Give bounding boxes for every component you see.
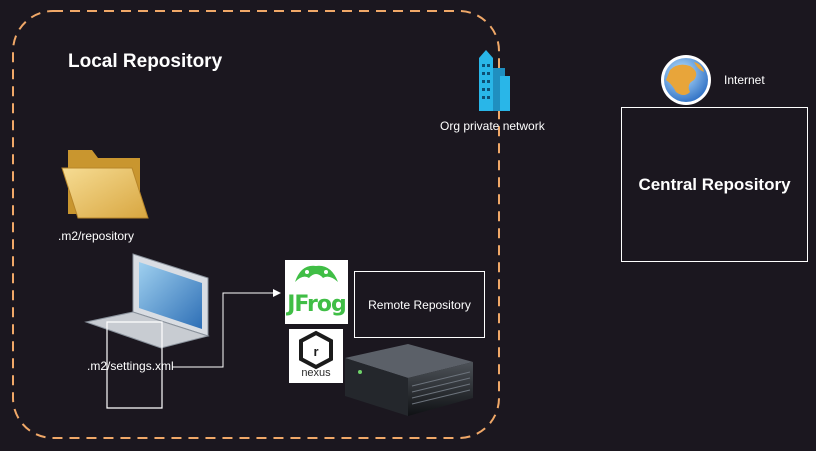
building-icon — [479, 50, 510, 111]
internet-label: Internet — [724, 73, 765, 87]
org-network-label: Org private network — [440, 119, 545, 133]
jfrog-wordmark: JFrog — [287, 292, 347, 317]
globe-icon — [661, 55, 711, 105]
settings-file-shape — [106, 321, 163, 409]
nexus-logo: r nexus — [289, 329, 343, 383]
local-repository-title: Local Repository — [68, 51, 223, 72]
settings-to-remote-arrow — [172, 289, 281, 368]
nexus-hex-icon: r — [299, 330, 333, 370]
nexus-mark: r — [313, 344, 318, 359]
m2-repository-label: .m2/repository — [58, 229, 135, 243]
remote-repository-box: Remote Repository — [354, 271, 485, 338]
central-repository-box: Central Repository — [621, 107, 808, 262]
server-icon — [345, 344, 473, 416]
laptop-icon — [84, 253, 210, 349]
folder-icon — [61, 150, 149, 219]
settings-file-label: .m2/settings.xml — [87, 359, 174, 373]
nexus-wordmark: nexus — [301, 367, 331, 379]
remote-repository-label: Remote Repository — [368, 297, 471, 312]
local-repository-boundary — [12, 10, 500, 439]
jfrog-logo: JFrog — [285, 260, 348, 324]
jfrog-frog-icon — [295, 265, 338, 282]
central-repository-label: Central Repository — [638, 174, 791, 194]
